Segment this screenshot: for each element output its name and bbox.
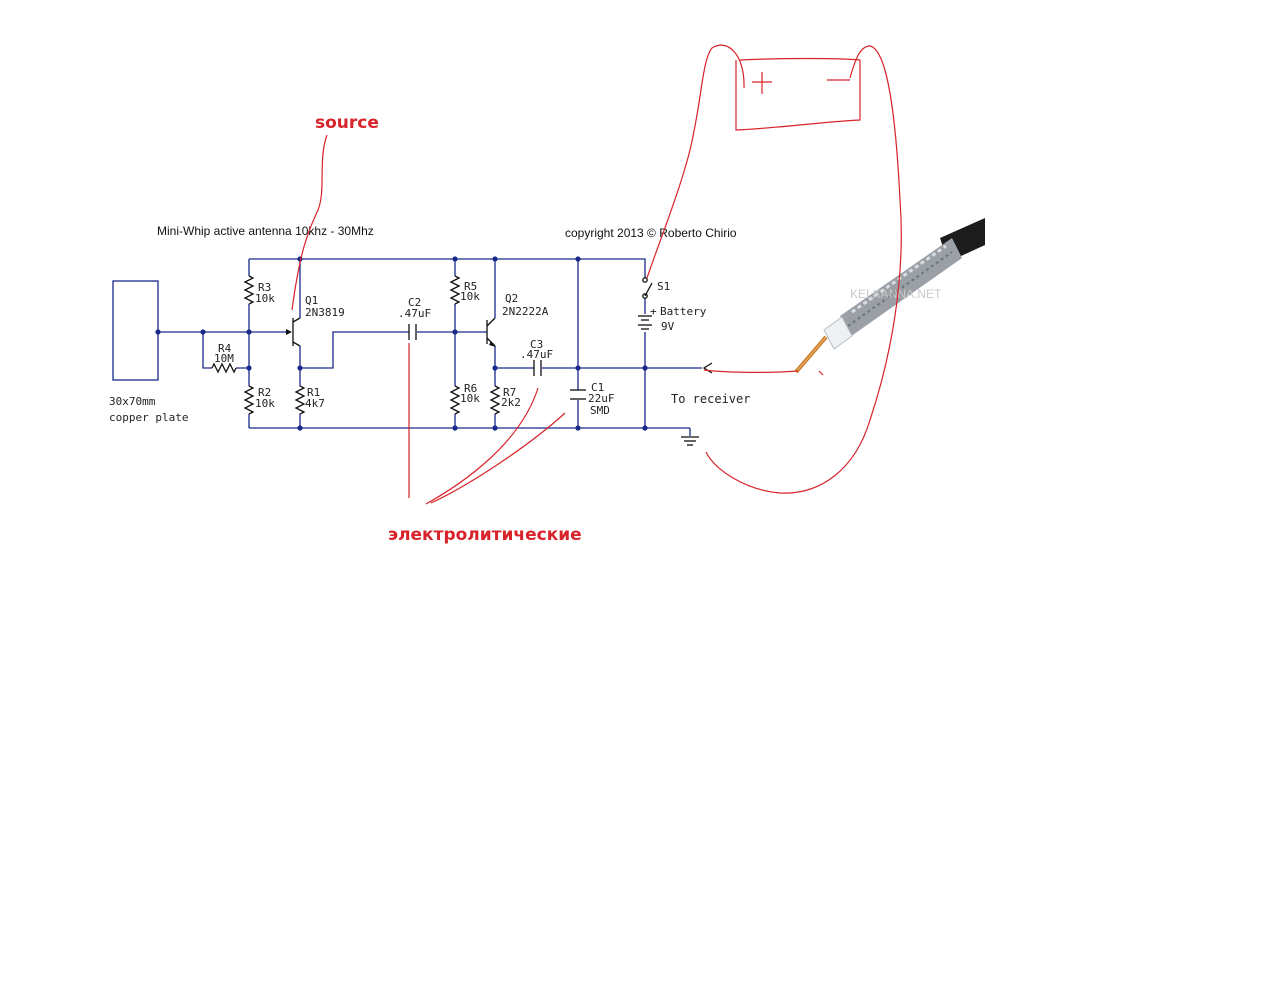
switch-s1 [642,277,653,299]
label-r5-name: R5 [464,280,477,293]
label-r1-name: R1 [307,386,320,399]
diagram-title: Mini-Whip active antenna 10khz - 30Mhz [157,224,374,238]
label-q2-name: Q2 [505,292,518,305]
ground-symbol [681,436,699,446]
label-q2-value: 2N2222A [502,305,549,318]
resistor-r7 [489,385,501,415]
source-pointer-line [291,134,328,311]
copper-plate [112,280,159,381]
resistor-r3 [243,275,255,305]
label-r4-name: R4 [218,342,232,355]
resistor-r4 [211,362,237,374]
label-c1-note: SMD [590,404,610,417]
label-c1-value: 22uF [588,392,615,405]
circuit-wires [158,258,702,436]
battery-box [735,57,861,131]
transistor-q1 [286,317,301,347]
label-r1-value: 4k7 [305,397,325,410]
label-q1-value: 2N3819 [305,306,345,319]
hand-drawn-annotations [291,44,902,505]
capacitor-c2 [408,324,417,340]
resistor-r1 [294,385,306,415]
label-r3-value: 10k [255,292,275,305]
output-label: To receiver [671,392,750,406]
label-r6-name: R6 [464,382,477,395]
watermark-text: KELKANNA.NET [850,287,942,301]
battery-9v: + [638,305,657,330]
plate-label-material: copper plate [109,411,188,424]
plate-label-size: 30x70mm [109,395,156,408]
label-c2-name: C2 [408,296,421,309]
label-r6-value: 10k [460,392,480,405]
resistor-r5 [449,275,461,305]
label-r2-value: 10k [255,397,275,410]
electrolytic-pointer-lines [408,343,566,505]
transistor-q2 [486,317,496,347]
label-r3-name: R3 [258,281,271,294]
label-battery-name: Battery [660,305,707,318]
junction-dots [155,256,648,431]
label-battery-value: 9V [661,320,675,333]
annotation-electrolytic: электролитические [388,525,582,545]
coax-stub-mark [818,370,824,376]
label-c1-name: C1 [591,381,604,394]
label-c3-name: C3 [530,338,543,351]
label-r7-value: 2k2 [501,396,521,409]
battery-plus-sign: + [650,305,657,318]
label-c2-value: .47uF [398,307,431,320]
label-r4-value: 10M [214,352,234,365]
label-r2-name: R2 [258,386,271,399]
label-s1-name: S1 [657,280,670,293]
wire-to-coax [703,369,799,373]
resistor-r6 [449,385,461,415]
battery-plus-mark [752,72,772,94]
wire-from-minus [705,45,902,494]
capacitor-c1 [570,389,586,400]
label-r7-name: R7 [503,386,516,399]
output-arrow-icon [702,362,713,374]
wire-to-switch [646,44,745,279]
label-r5-value: 10k [460,290,480,303]
capacitor-c3 [533,360,542,376]
annotation-source: source [315,113,379,133]
label-c3-value: .47uF [520,348,553,361]
coax-cable-image: KELKANNA.NET [794,218,985,374]
resistor-r2 [243,385,255,415]
label-q1-name: Q1 [305,294,318,307]
copyright-text: copyright 2013 © Roberto Chirio [565,226,737,240]
